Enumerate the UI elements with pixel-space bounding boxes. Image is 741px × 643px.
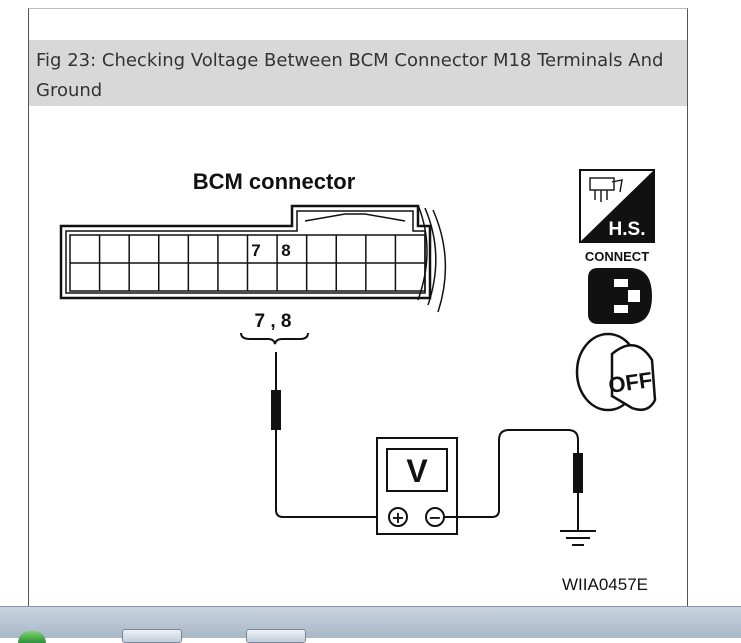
- caption-line-2: Ground: [36, 80, 103, 101]
- caption-line-1: Fig 23: Checking Voltage Between BCM Con…: [36, 50, 664, 71]
- harness-icon: [589, 177, 623, 202]
- minus-sign: −: [428, 508, 441, 527]
- negative-probe: [444, 429, 583, 530]
- voltmeter: [376, 437, 458, 535]
- caption-bar: [29, 40, 687, 106]
- pin-brace: [240, 332, 309, 345]
- connector-title: BCM connector: [193, 169, 356, 194]
- figure-code: WIIA0457E: [562, 575, 648, 594]
- ignition-off-icon: [575, 332, 657, 412]
- hs-badge: [579, 169, 655, 243]
- plus-sign: +: [391, 508, 404, 527]
- start-button-icon[interactable]: [18, 631, 46, 643]
- connect-icon: [588, 268, 652, 324]
- positive-probe: [271, 352, 380, 518]
- taskbar-button-2[interactable]: [246, 629, 306, 643]
- taskbar: [0, 606, 741, 643]
- meter-symbol: V: [406, 453, 428, 489]
- ground-symbol: [560, 530, 596, 546]
- pin-callout: 7 , 8: [255, 311, 292, 332]
- pin-8-label: 8: [281, 241, 290, 260]
- ignition-label: OFF: [607, 367, 654, 398]
- figure-caption: Fig 23: Checking Voltage Between BCM Con…: [36, 46, 676, 106]
- taskbar-button-1[interactable]: [122, 629, 182, 643]
- connect-label: CONNECT: [585, 249, 649, 264]
- bcm-connector: [59, 204, 447, 313]
- plus-terminal: [388, 507, 408, 527]
- hs-label: H.S.: [609, 219, 646, 240]
- pin-grid: [98, 235, 397, 291]
- pin-7-label: 7: [251, 241, 260, 260]
